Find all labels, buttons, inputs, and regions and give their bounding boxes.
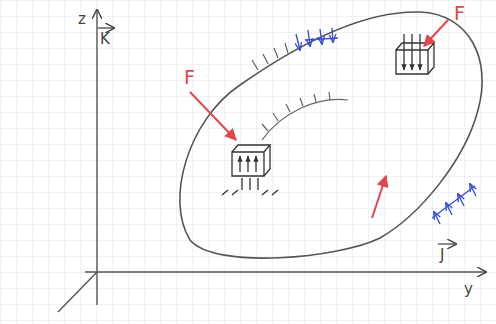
distributed-load [296, 28, 338, 50]
force-arrow [190, 20, 448, 218]
force-label: F [454, 4, 465, 23]
distributed-load [432, 184, 476, 224]
body-outline [180, 12, 482, 258]
axis-label: z [78, 12, 86, 27]
axis-label: K [100, 32, 110, 47]
stress-element [222, 145, 278, 195]
axis-label: y [464, 282, 473, 297]
axes [58, 10, 486, 312]
inner-cut [262, 92, 348, 140]
force-label: F [184, 68, 195, 87]
axis-label: J [440, 248, 444, 263]
support-hatch [252, 43, 288, 70]
